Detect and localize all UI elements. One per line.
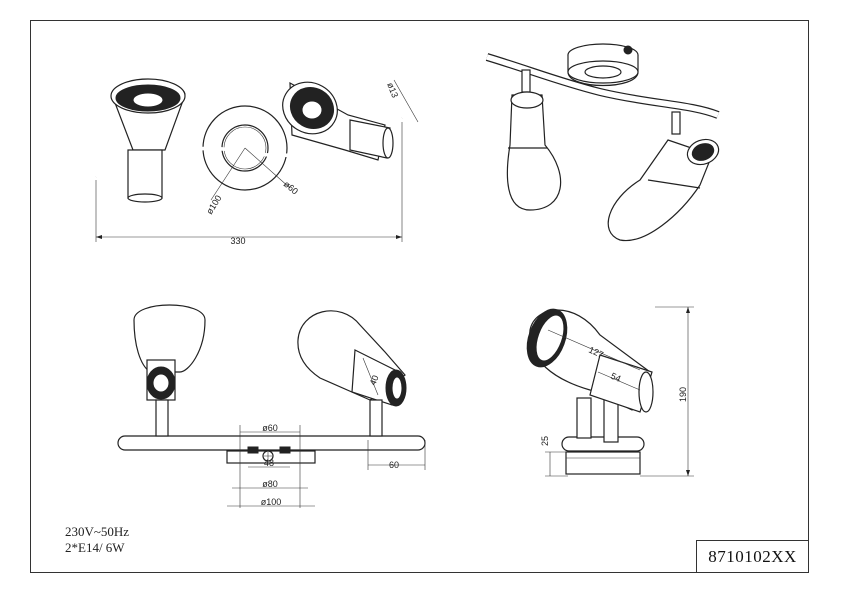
top-view: 330 ø13 ø100 ø60 xyxy=(95,78,419,246)
dim-arm-60: 60 xyxy=(389,460,399,470)
spec-bulbs: 2*E14/ 6W xyxy=(65,540,125,555)
dim-tube-dia: ø13 xyxy=(385,81,400,99)
side-view: 190 25 127 54 xyxy=(526,306,694,477)
dim-25: 25 xyxy=(540,436,550,446)
dim-shade-40: 40 xyxy=(368,374,381,387)
front-view-left-lamp xyxy=(133,304,206,437)
dim-front-60: ø60 xyxy=(262,423,278,433)
front-view-bar xyxy=(117,435,426,451)
dim-front-48: 48 xyxy=(264,458,274,468)
dim-190: 190 xyxy=(678,387,688,402)
dim-front-80: ø80 xyxy=(262,479,278,489)
front-view: ø60 48 ø80 ø100 60 40 xyxy=(117,304,426,508)
dim-54: 54 xyxy=(609,371,622,384)
side-view-plate xyxy=(565,451,641,475)
perspective-left-lamp xyxy=(506,91,562,211)
dim-plate-100: ø100 xyxy=(204,193,223,216)
dim-330: 330 xyxy=(230,236,245,246)
model-number-box: 8710102XX xyxy=(696,540,809,573)
perspective-view xyxy=(485,43,720,242)
spec-voltage: 230V~50Hz xyxy=(65,524,130,539)
perspective-right-lamp xyxy=(607,138,720,242)
model-number: 8710102XX xyxy=(708,546,797,566)
top-view-right-lamp xyxy=(282,81,394,161)
front-view-right-lamp xyxy=(297,310,407,437)
side-view-lamp xyxy=(526,308,654,413)
dim-plate-60: ø60 xyxy=(282,179,300,197)
dim-front-100: ø100 xyxy=(261,497,282,507)
top-view-left-lamp xyxy=(110,78,186,203)
drawing-frame xyxy=(30,20,809,573)
